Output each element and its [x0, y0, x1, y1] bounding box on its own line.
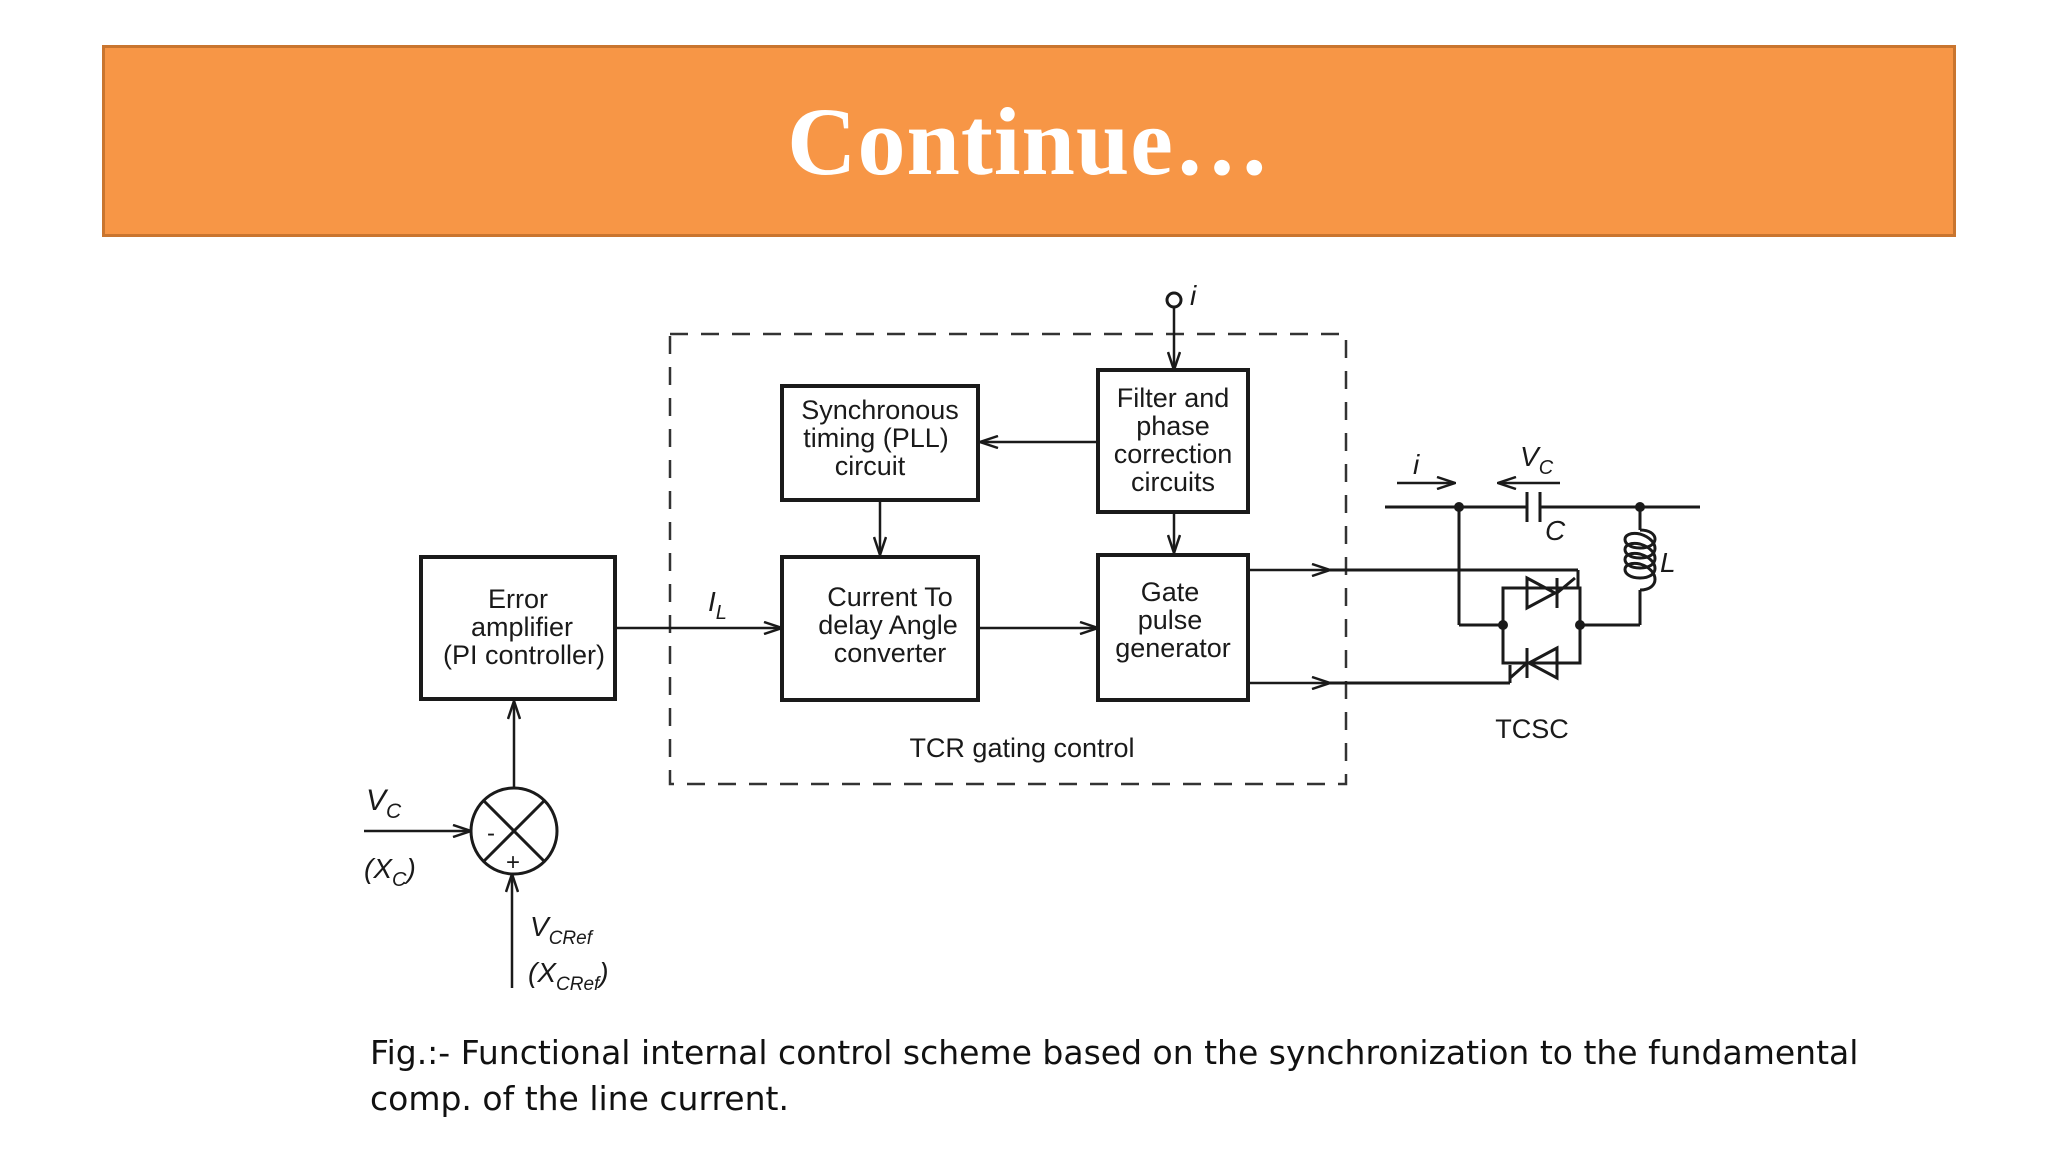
filter-phase-block: Filter and phase correction circuits: [1096, 368, 1250, 514]
xcref-input-label: (XCRef): [528, 957, 609, 995]
svg-text:circuit: circuit: [835, 451, 906, 481]
svg-text:L: L: [1660, 547, 1676, 578]
svg-text:Gate: Gate: [1141, 577, 1200, 607]
svg-text:correction: correction: [1114, 439, 1233, 469]
input-i-label: i: [1190, 280, 1197, 311]
summing-junction: - +: [469, 786, 559, 876]
svg-text:Error: Error: [488, 584, 548, 614]
title-banner: Continue…: [102, 45, 1956, 237]
gate-pulse-block: Gate pulse generator: [1096, 553, 1250, 702]
svg-text:timing (PLL): timing (PLL): [803, 423, 949, 453]
svg-text:circuits: circuits: [1131, 467, 1215, 497]
svg-text:pulse: pulse: [1138, 605, 1203, 635]
svg-text:(PI controller): (PI controller): [443, 640, 605, 670]
svg-text:C: C: [1545, 515, 1566, 546]
figure-caption: Fig.:- Functional internal control schem…: [370, 1033, 1859, 1118]
svg-text:Current To: Current To: [827, 582, 953, 612]
input-terminal: [1165, 291, 1183, 309]
tcr-gating-boundary: [668, 332, 1348, 786]
svg-text:converter: converter: [834, 638, 947, 668]
slide-title: Continue…: [787, 87, 1271, 195]
svg-text:delay Angle: delay Angle: [818, 610, 958, 640]
vc-input-label: VC: [366, 784, 402, 823]
tcr-gating-label: TCR gating control: [909, 733, 1134, 763]
svg-text:amplifier: amplifier: [471, 612, 573, 642]
tcsc-circuit: C L: [1385, 492, 1700, 681]
svg-text:phase: phase: [1136, 411, 1210, 441]
svg-text:Filter and: Filter and: [1117, 383, 1230, 413]
xc-input-label: (XC): [364, 853, 416, 891]
sync-timing-block: Synchronous timing (PLL) circuit: [780, 384, 980, 502]
error-amplifier-block: Error amplifier (PI controller): [419, 555, 617, 701]
svg-text:-: -: [487, 820, 495, 847]
tcsc-label: TCSC: [1495, 714, 1569, 744]
svg-text:+: +: [506, 849, 520, 876]
svg-text:generator: generator: [1115, 633, 1231, 663]
vc-line-label: VC: [1520, 441, 1554, 479]
current-delay-block: Current To delay Angle converter: [780, 555, 980, 702]
line-current-label: i: [1413, 449, 1420, 480]
vcref-input-label: VCRef: [530, 911, 594, 949]
svg-text:Synchronous: Synchronous: [801, 395, 959, 425]
il-label: IL: [708, 586, 727, 624]
